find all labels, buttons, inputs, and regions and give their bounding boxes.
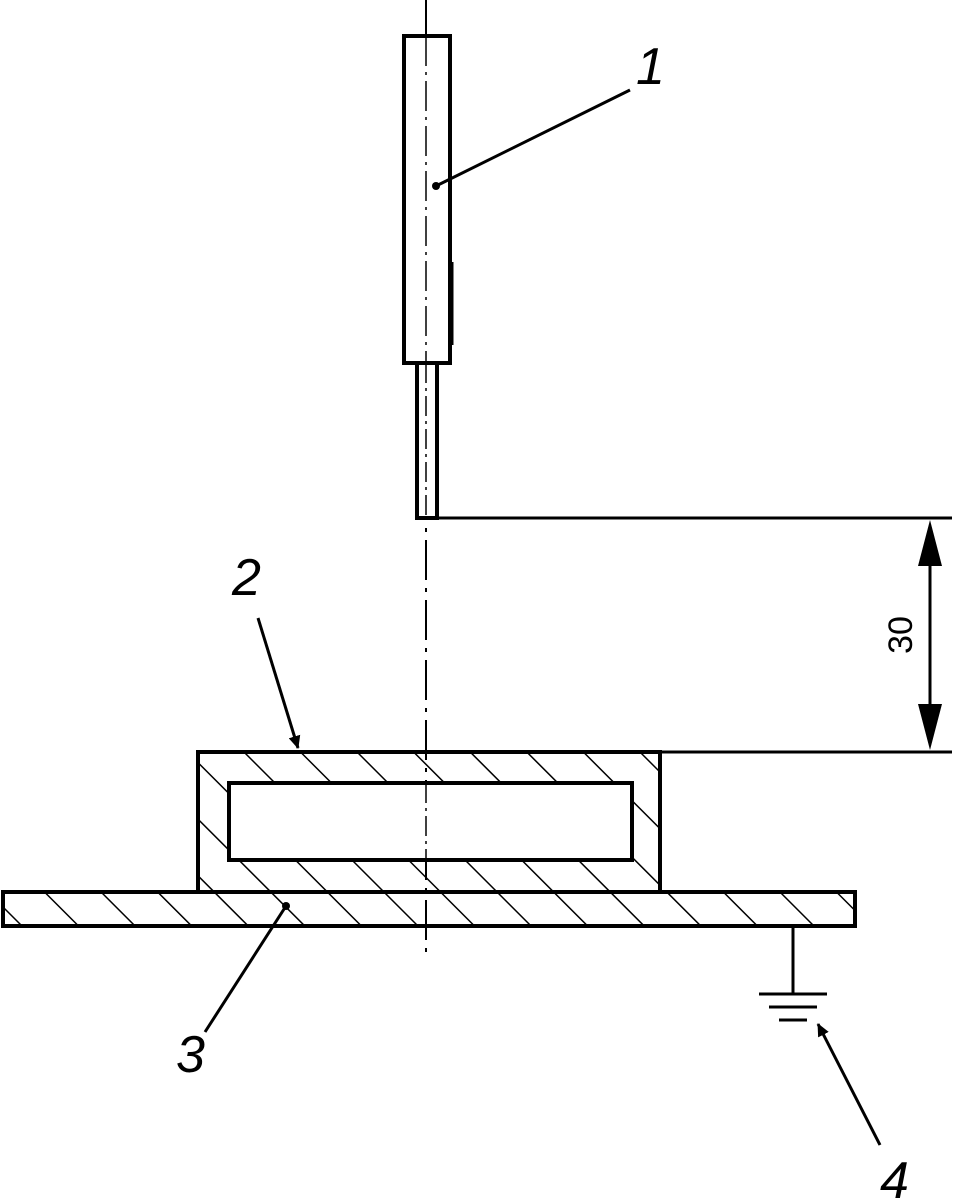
label-electrode: 1 (636, 38, 665, 96)
leader-1 (435, 88, 631, 188)
dimension-arrow-bottom (918, 704, 942, 750)
leader-4 (816, 1023, 882, 1146)
leader-3 (203, 905, 288, 1033)
leader-2 (256, 617, 301, 749)
label-ground: 4 (880, 1152, 909, 1204)
sample-holder (196, 750, 662, 894)
electrode-tip (415, 361, 439, 520)
dimension-arrow-top (918, 520, 942, 566)
electrode (402, 34, 454, 520)
label-base-plate: 3 (176, 1026, 205, 1084)
base-plate (1, 890, 857, 928)
dimension-value: 30 (882, 616, 920, 654)
dimension-gap: 30 (437, 516, 952, 754)
holder-cavity (227, 781, 634, 862)
label-sample-holder: 2 (231, 549, 261, 607)
electrode-body (402, 34, 452, 365)
ground-symbol (759, 926, 827, 1022)
